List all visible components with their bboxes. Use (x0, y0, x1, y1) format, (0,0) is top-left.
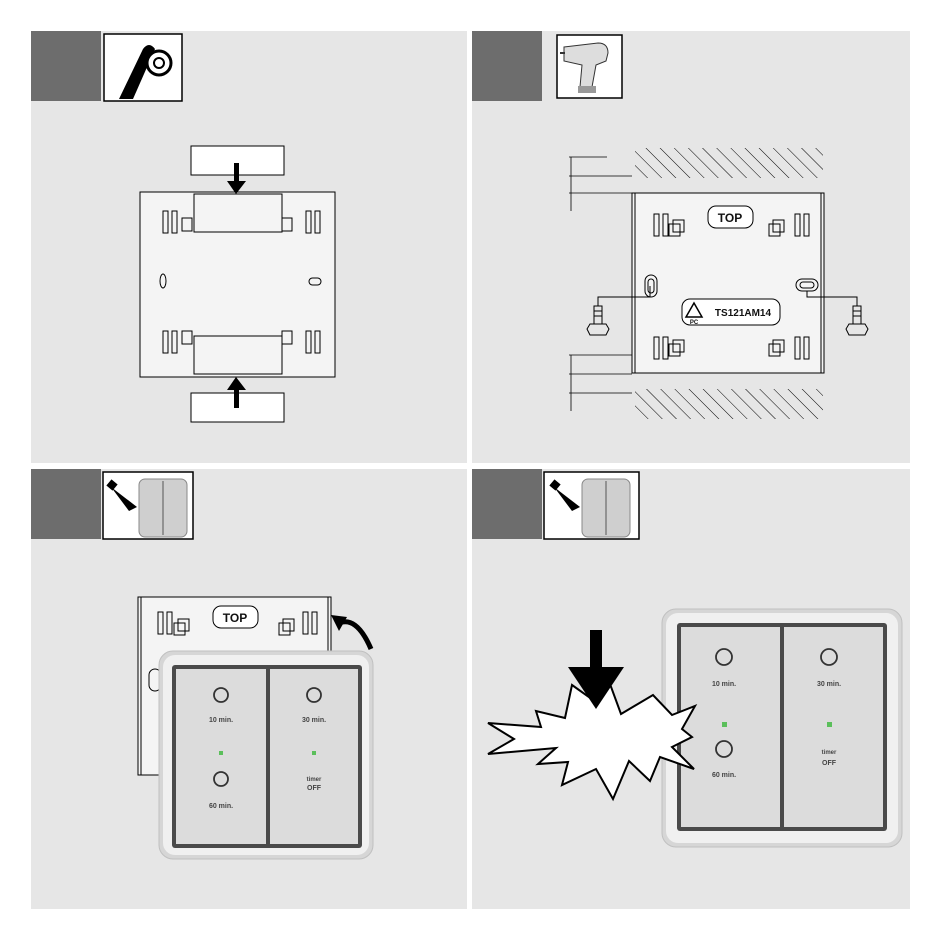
step3-diagram: TOP 10 min. 30 min. 60 min. timer OFF (31, 469, 467, 909)
led-right (827, 722, 832, 727)
led-left (722, 722, 727, 727)
press-arrow-shaft (590, 630, 602, 670)
step1-panel (31, 31, 467, 463)
label-timer: timer (307, 777, 322, 783)
label-10-min: 10 min. (209, 717, 233, 724)
mounting-plate (140, 192, 335, 377)
step-badge (472, 31, 542, 101)
step-badge (31, 31, 101, 101)
led-right (312, 751, 316, 755)
label-60-min: 60 min. (712, 772, 736, 779)
switch-frame (159, 651, 373, 859)
adhesive-tape-icon (104, 34, 182, 101)
label-off: OFF (307, 785, 322, 792)
model-code: TS121AM14 (715, 308, 772, 319)
top-label: TOP (223, 611, 247, 625)
label-60-min: 60 min. (209, 803, 233, 810)
power-drill-icon (557, 35, 622, 98)
step-badge (472, 469, 542, 539)
label-10-min: 10 min. (712, 681, 736, 688)
label-30-min: 30 min. (817, 681, 841, 688)
step1-diagram (31, 31, 467, 463)
dimension-lines (569, 157, 632, 411)
step3-panel: TOP 10 min. 30 min. 60 min. timer OFF (31, 469, 467, 909)
label-timer: timer (822, 750, 837, 756)
step2-panel: TOP PC TS121AM14 (472, 31, 910, 463)
snap-in-switch-icon (103, 472, 193, 539)
step2-diagram: TOP PC TS121AM14 (472, 31, 910, 463)
wall-hatch-top (635, 148, 823, 178)
step4-diagram: 10 min. 30 min. 60 min. timer OFF (472, 469, 910, 909)
material-code: PC (690, 320, 699, 326)
step4-panel: 10 min. 30 min. 60 min. timer OFF (472, 469, 910, 909)
led-left (219, 751, 223, 755)
wall-hatch-bottom (635, 389, 823, 419)
step-badge (31, 469, 101, 539)
top-label: TOP (718, 211, 742, 225)
snap-in-switch-icon (544, 472, 639, 539)
label-30-min: 30 min. (302, 717, 326, 724)
switch-frame (662, 609, 902, 847)
rotate-arrow-line (337, 622, 371, 649)
label-off: OFF (822, 760, 837, 767)
